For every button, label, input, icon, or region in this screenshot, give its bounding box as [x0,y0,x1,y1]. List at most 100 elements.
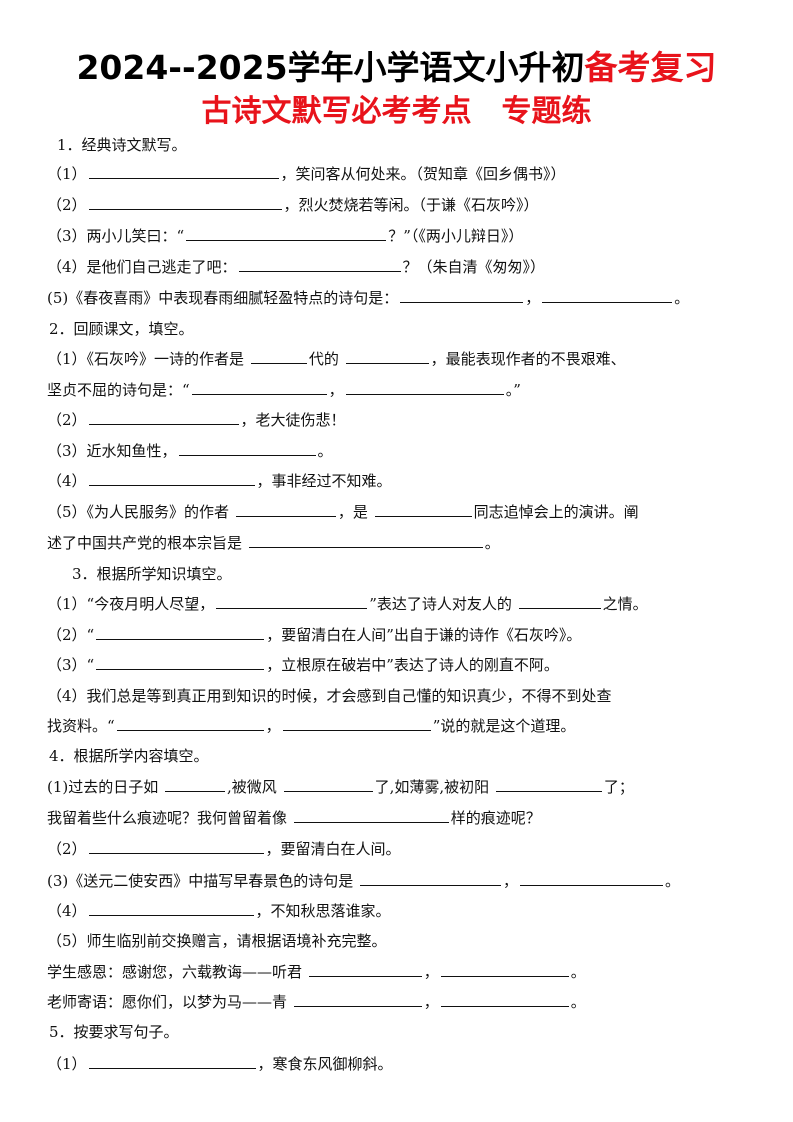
question-text: （4）我们总是等到真正用到知识的时候，才会感到自己懂的知识真少，不得不到处查 [47,687,612,705]
answer-blank[interactable] [308,961,422,977]
question-text: （3）“ [47,656,95,674]
question-text: 。 [665,872,681,890]
answer-blank[interactable] [88,900,254,916]
question-line: 3．根据所学知识填空。 [72,563,232,585]
answer-blank[interactable] [250,348,307,364]
question-text: ，烈火焚烧若等闲。（于谦《石灰吟》） [283,196,539,214]
question-text: ？”（《两小儿辩日》） [388,227,524,245]
question-text: ，笑问客从何处来。（贺知章《回乡偶书》） [280,165,566,183]
question-text: （2）“ [47,626,95,644]
answer-blank[interactable] [283,776,373,792]
answer-blank[interactable] [88,838,264,854]
question-line: 述了中国共产党的根本宗旨是 。 [47,532,500,554]
question-text: 学生感恩：感谢您，六载教诲——听君 [47,963,307,981]
document-title: 2024--2025学年小学语文小升初备考复习 [0,46,793,90]
answer-blank[interactable] [186,225,387,241]
question-text: (3)《送元二使安西》中描写早春景色的诗句是 [47,872,359,890]
question-text: （1）《石灰吟》一诗的作者是 [47,350,249,368]
question-text: ,被微风 [227,778,282,796]
answer-blank[interactable] [116,715,264,731]
question-text: （2） [47,840,87,858]
question-text: 。 [570,963,586,981]
question-line: 4．根据所学内容填空。 [49,745,209,767]
question-text: 5．按要求写句子。 [49,1023,179,1041]
question-text: （1） [47,165,87,183]
question-text: 样的痕迹呢？ [450,809,541,827]
answer-blank[interactable] [88,194,282,210]
answer-blank[interactable] [440,991,569,1007]
answer-blank[interactable] [96,654,265,670]
question-line: （1）《石灰吟》一诗的作者是 代的 ，最能表现作者的不畏艰难、 [47,348,626,370]
answer-blank[interactable] [440,961,569,977]
question-line: （4）是他们自己逃走了吧： ？（朱自清《匆匆》） [47,256,545,278]
question-text: （1）“今夜月明人尽望， [47,595,215,613]
question-text: 代的 [308,350,344,368]
question-text: 3．根据所学知识填空。 [72,565,232,583]
answer-blank[interactable] [248,532,483,548]
answer-blank[interactable] [520,870,664,886]
answer-blank[interactable] [542,287,673,303]
question-line: 学生感恩：感谢您，六载教诲——听君 ， 。 [47,961,586,983]
question-text: 述了中国共产党的根本宗旨是 [47,534,247,552]
answer-blank[interactable] [374,501,472,517]
question-line: （2）“，要留清白在人间”出自于谦的诗作《石灰吟》。 [47,624,581,646]
answer-blank[interactable] [282,715,431,731]
question-line: （3）近水知鱼性，。 [47,440,333,462]
question-line: （2），烈火焚烧若等闲。（于谦《石灰吟》） [47,194,539,216]
question-text: ，寒食东风御柳斜。 [257,1055,393,1073]
question-line: 老师寄语：愿你们，以梦为马——青 ，。 [47,991,586,1013]
answer-blank[interactable] [360,870,502,886]
answer-blank[interactable] [345,348,429,364]
question-text: 坚贞不屈的诗句是：“ [47,381,190,399]
question-text: 找资料。“ [47,717,115,735]
question-text: （4）是他们自己逃走了吧： [47,258,237,276]
question-text: （5）《为人民服务》的作者 [47,503,234,521]
question-text: (1)过去的日子如 [47,778,164,796]
question-text: ， [423,993,439,1011]
question-text: 4．根据所学内容填空。 [49,747,209,765]
answer-blank[interactable] [235,501,336,517]
answer-blank[interactable] [88,1053,256,1069]
document-subtitle: 古诗文默写必考考点 专题练 [201,94,592,129]
question-line: （5）《为人民服务》的作者 ，是 同志追悼会上的演讲。阐 [47,501,639,523]
question-text: ”说的就是这个道理。 [432,717,576,735]
answer-blank[interactable] [178,440,316,456]
question-text: ，老大徒伤悲！ [240,411,346,429]
answer-blank[interactable] [518,593,601,609]
question-text: ，是 [337,503,373,521]
title-main: 2024--2025学年小学语文小升初 [76,48,585,87]
answer-blank[interactable] [191,379,327,395]
question-text: 。 [484,534,500,552]
question-text: 了,如薄雾,被初阳 [374,778,494,796]
question-line: （1）“今夜月明人尽望，”表达了诗人对友人的 之情。 [47,593,648,615]
question-text: 。” [505,381,521,399]
question-text: ”表达了诗人对友人的 [369,595,517,613]
question-line: （2），要留清白在人间。 [47,838,401,860]
question-line: 找资料。“ ， ”说的就是这个道理。 [47,715,575,737]
answer-blank[interactable] [96,624,265,640]
answer-blank[interactable] [88,470,255,486]
question-line: （3）两小儿笑曰：“？”（《两小儿辩日》） [47,225,523,247]
question-line: 2．回顾课文，填空。 [49,318,194,340]
question-text: （4） [47,472,87,490]
answer-blank[interactable] [238,256,401,272]
question-text: 老师寄语：愿你们，以梦为马——青 [47,993,292,1011]
answer-blank[interactable] [88,163,279,179]
question-text: ？（朱自清《匆匆》） [402,258,546,276]
question-text: ， [423,963,439,981]
answer-blank[interactable] [88,409,239,425]
question-text: 。 [674,289,690,307]
question-text: （2） [47,411,87,429]
answer-blank[interactable] [165,776,226,792]
answer-blank[interactable] [293,807,449,823]
question-text: ， [265,717,281,735]
question-line: (1)过去的日子如 ,被微风 了,如薄雾,被初阳 了； [47,776,634,798]
answer-blank[interactable] [400,287,524,303]
question-text: ， [503,872,519,890]
answer-blank[interactable] [495,776,602,792]
answer-blank[interactable] [293,991,422,1007]
answer-blank[interactable] [345,379,504,395]
answer-blank[interactable] [216,593,368,609]
question-text: ， [328,381,344,399]
question-line: (5)《春夜喜雨》中表现春雨细腻轻盈特点的诗句是：，。 [47,287,689,309]
